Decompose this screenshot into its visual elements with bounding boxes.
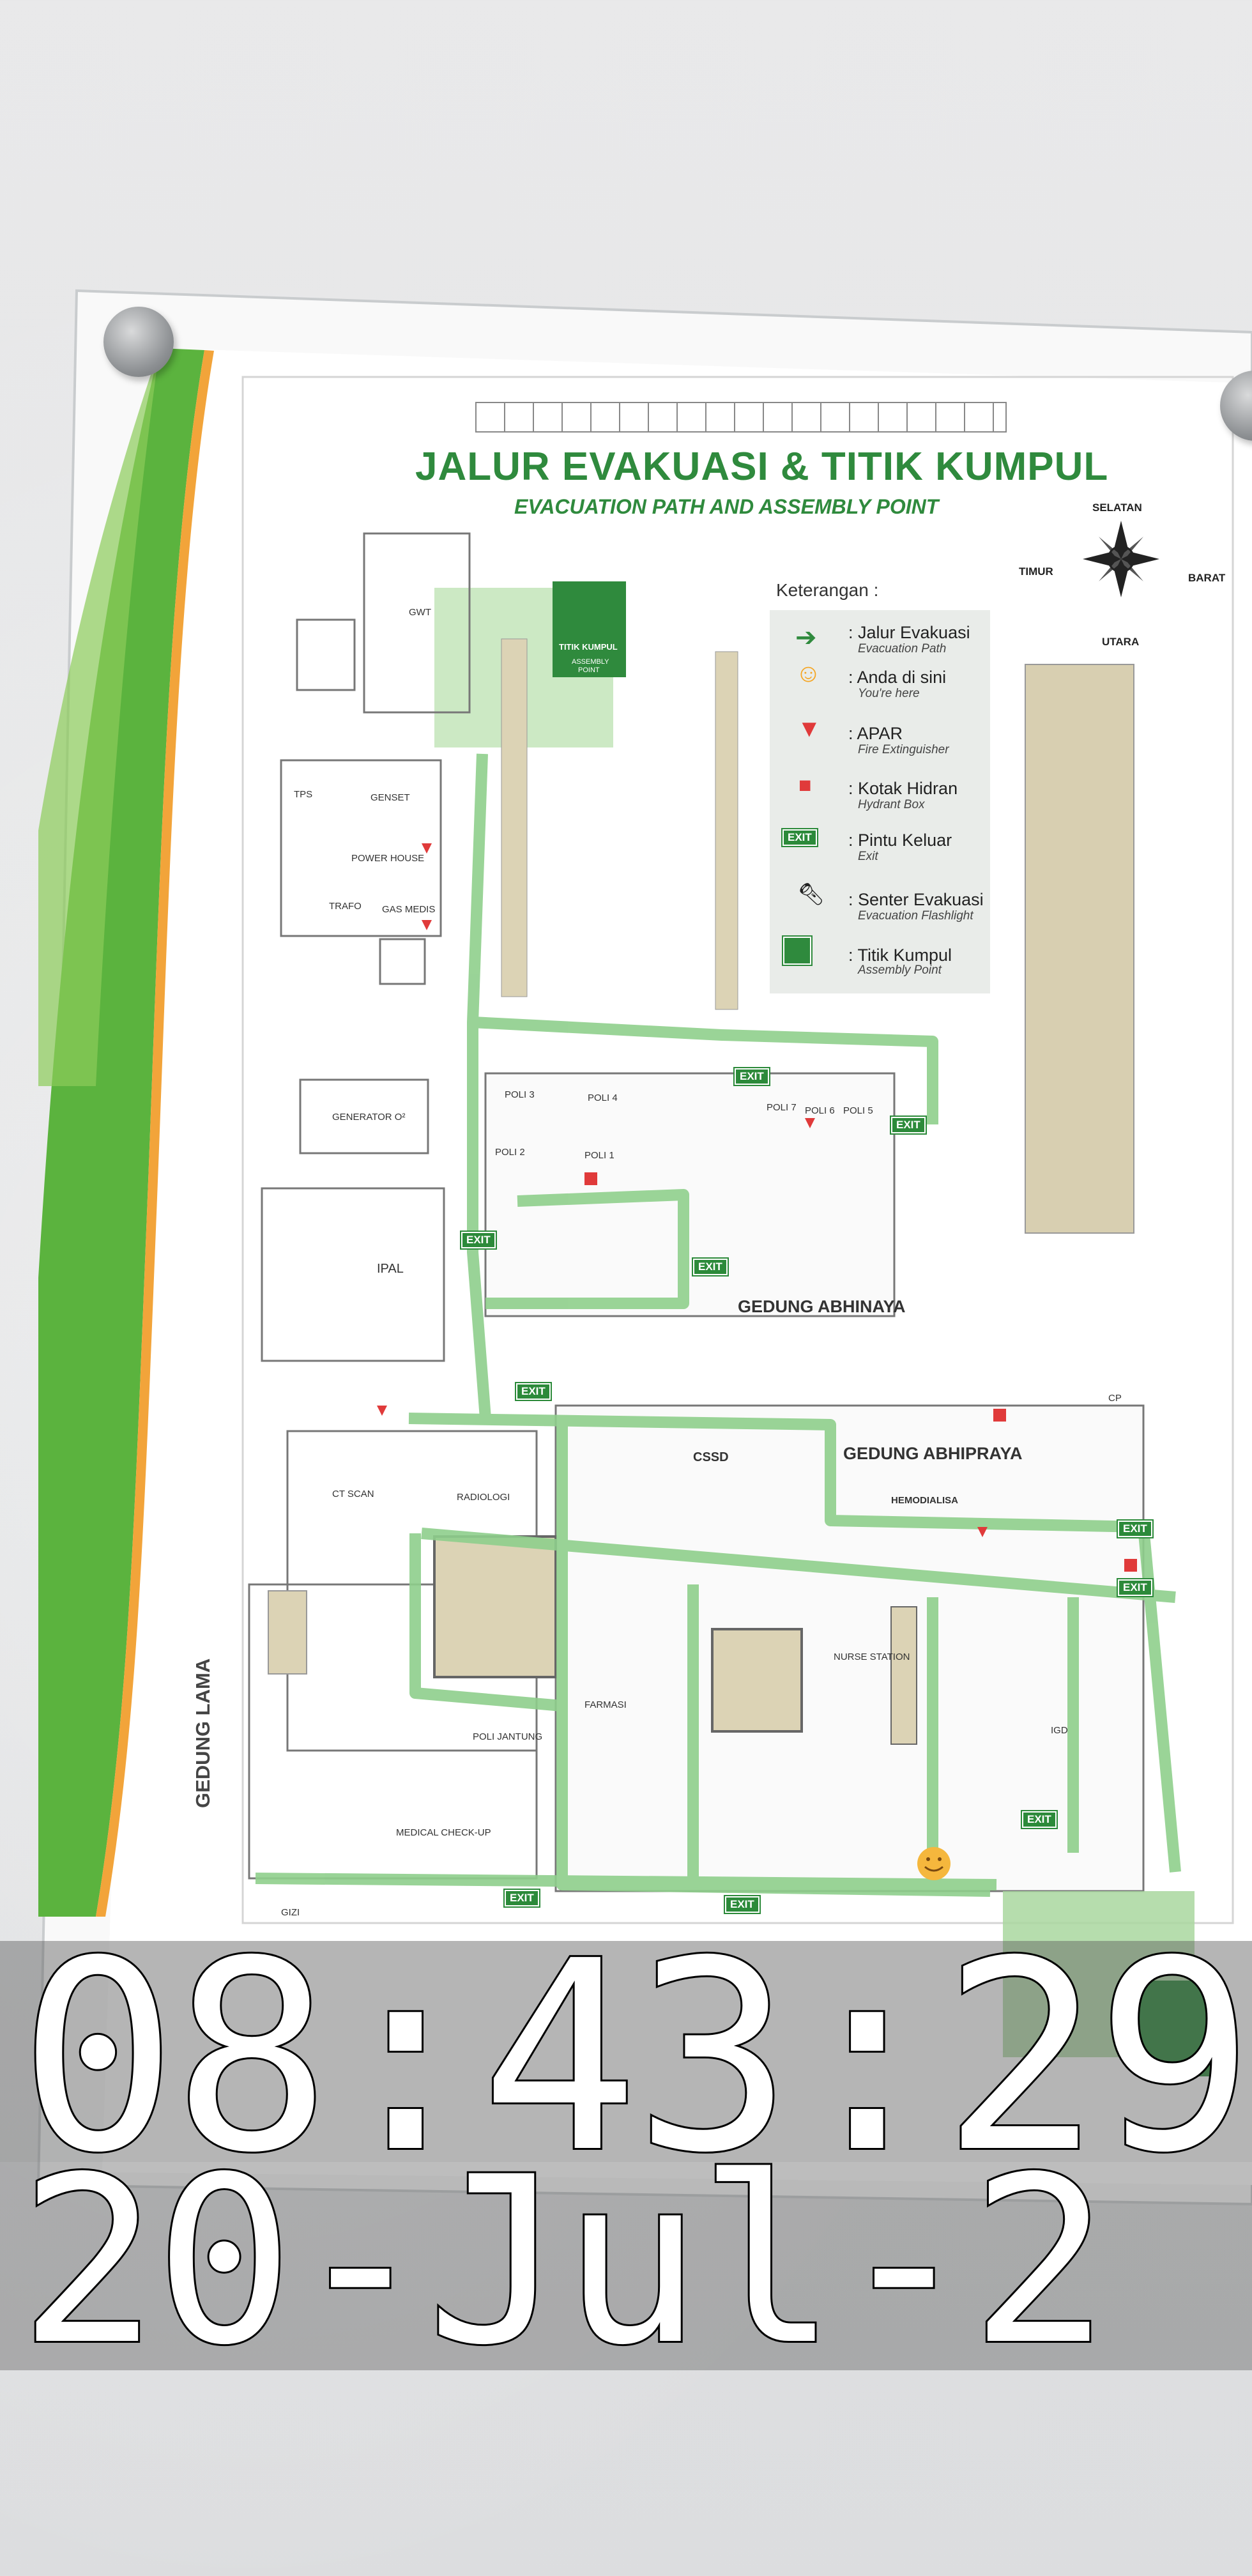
legend-sublabel: Exit xyxy=(858,850,878,863)
compass-label-top: SELATAN xyxy=(1092,502,1142,514)
exit-sign-east-2: EXIT xyxy=(1117,1578,1154,1597)
legend-heading: Keterangan : xyxy=(776,580,879,600)
legend-sublabel: Assembly Point xyxy=(858,963,942,977)
room-poli4: POLI 4 xyxy=(588,1092,618,1103)
legend-label: : Titik Kumpul xyxy=(848,946,952,965)
exit-sign-abhinaya-west: EXIT xyxy=(460,1230,497,1250)
compass-label-left: TIMUR xyxy=(1019,565,1053,578)
legend-label: : Pintu Keluar xyxy=(848,831,952,850)
exit-sign-south-1: EXIT xyxy=(503,1889,540,1908)
room-gas-medis: GAS MEDIS xyxy=(382,904,436,915)
room-tps: TPS xyxy=(294,789,313,800)
green-arrow-icon: ➔ xyxy=(795,624,817,652)
building-lama: GEDUNG LAMA xyxy=(192,1658,214,1808)
exit-sign-abhinaya-south: EXIT xyxy=(692,1257,729,1276)
assembly-sign-line1: TITIK KUMPUL xyxy=(559,642,618,652)
room-genset: GENSET xyxy=(370,792,410,803)
timestamp-banner-date xyxy=(0,2162,1252,2370)
legend-sublabel: Hydrant Box xyxy=(858,798,925,811)
assembly-sign-line2: ASSEMBLY xyxy=(572,658,609,666)
room-generator: GENERATOR O² xyxy=(332,1112,406,1123)
exit-sign-east-1: EXIT xyxy=(1117,1519,1154,1538)
exit-sign-poli: EXIT xyxy=(733,1067,770,1086)
assembly-point-icon xyxy=(782,935,813,966)
room-nurse-station: NURSE STATION xyxy=(834,1652,910,1662)
exit-sign-igd: EXIT xyxy=(1021,1810,1058,1829)
exit-sign-central: EXIT xyxy=(515,1382,552,1401)
poster-title: JALUR EVAKUASI & TITIK KUMPUL xyxy=(415,445,1109,489)
room-poli6: POLI 6 xyxy=(805,1105,835,1116)
building-abhipraya: GEDUNG ABHIPRAYA xyxy=(843,1444,1023,1463)
room-hemodialisa: HEMODIALISA xyxy=(891,1495,958,1506)
room-poli-jantung: POLI JANTUNG xyxy=(473,1731,543,1742)
room-poli3: POLI 3 xyxy=(505,1089,535,1100)
poster-subtitle: EVACUATION PATH AND ASSEMBLY POINT xyxy=(514,495,939,518)
mount-bolt-top-left xyxy=(103,307,174,377)
legend-sublabel: Evacuation Path xyxy=(858,642,947,656)
assembly-sign-2-line2: ASSEMBLY xyxy=(1147,2089,1191,2099)
timestamp-banner-time xyxy=(0,1941,1252,2162)
legend-label: : APAR xyxy=(848,724,903,743)
exit-sign-icon: EXIT xyxy=(781,828,818,847)
legend-sublabel: Evacuation Flashlight xyxy=(858,909,973,923)
room-csso: CSSD xyxy=(693,1450,729,1464)
room-farmasi: FARMASI xyxy=(584,1699,627,1710)
flashlight-icon: 🔦︎ xyxy=(797,882,825,907)
assembly-sign-2-line3: POINT xyxy=(1153,2102,1179,2112)
red-triangle-icon: ▼ xyxy=(797,716,821,742)
legend-label: : Anda di sini xyxy=(848,668,947,687)
room-gizi: GIZI xyxy=(281,1907,300,1918)
room-power-house: POWER HOUSE xyxy=(351,853,425,864)
legend-sublabel: Fire Extinguisher xyxy=(858,743,949,756)
red-square-icon: ■ xyxy=(798,773,812,797)
exit-sign-south-2: EXIT xyxy=(724,1895,761,1914)
building-abhinaya: GEDUNG ABHINAYA xyxy=(738,1297,906,1316)
legend-label: : Senter Evakuasi xyxy=(848,890,984,909)
legend-sublabel: You're here xyxy=(858,687,920,700)
legend-label: : Jalur Evakuasi xyxy=(848,623,970,642)
smiley-icon: ☺ xyxy=(795,659,821,687)
room-poli5: POLI 5 xyxy=(843,1105,873,1116)
room-medical-checkup: MEDICAL CHECK-UP xyxy=(396,1827,491,1838)
room-ipal: IPAL xyxy=(377,1262,404,1276)
assembly-sign-line3: POINT xyxy=(578,666,600,674)
room-igd: IGD xyxy=(1051,1725,1068,1736)
room-poli2: POLI 2 xyxy=(495,1147,525,1158)
room-radiologi: RADIOLOGI xyxy=(457,1492,510,1503)
legend-label: : Kotak Hidran xyxy=(848,779,958,798)
room-ct-scan: CT SCAN xyxy=(332,1489,374,1499)
timestamp-date: 20-Jul-2 xyxy=(17,2128,1111,2395)
timestamp-time: 08:43:29 xyxy=(17,1905,1252,2210)
compass-label-right: BARAT xyxy=(1188,572,1226,584)
room-poli1: POLI 1 xyxy=(584,1150,615,1161)
room-gwt: GWT xyxy=(409,607,431,618)
exit-sign-poli5: EXIT xyxy=(890,1116,927,1135)
room-poli7: POLI 7 xyxy=(767,1102,797,1113)
compass-label-bottom: UTARA xyxy=(1102,636,1140,648)
room-cp: CP xyxy=(1108,1393,1122,1404)
assembly-sign-2-line1: TITIK KUMPUL xyxy=(1140,2070,1199,2080)
room-trafo: TRAFO xyxy=(329,901,362,912)
